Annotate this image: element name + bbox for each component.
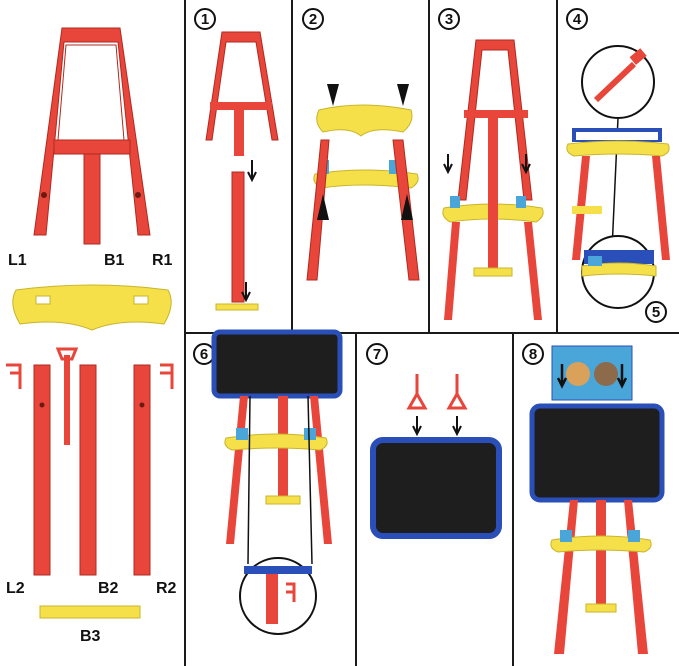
a-frame-top-illustration [33,27,151,245]
step-2-illustration [306,84,420,281]
label-l1: L1 [8,252,27,269]
step-3-badge: 3 [438,8,460,30]
step-1-badge: 1 [194,8,216,30]
horizontal-divider [184,332,679,334]
label-r1: R1 [152,252,173,269]
vertical-divider-3-4 [556,0,558,332]
step-6-illustration [211,329,343,635]
label-r2: R2 [156,580,177,597]
label-b3: B3 [80,628,101,645]
label-l2: L2 [6,580,25,597]
label-b1: B1 [104,252,125,269]
vertical-divider-6-7 [355,334,357,666]
label-b2: B2 [98,580,119,597]
step-4-badge: 4 [566,8,588,30]
legs-illustration [6,347,174,576]
yellow-tray-illustration [12,284,172,331]
step-5-badge: 5 [645,301,667,323]
step-2-badge: 2 [302,8,324,30]
vertical-divider-7-8 [512,334,514,666]
step-3-illustration [442,39,544,320]
vertical-divider-1-2 [291,0,293,332]
step-7-badge: 7 [366,343,388,365]
base-bar-illustration [39,605,141,619]
step-7-illustration [370,374,502,539]
step-8-badge: 8 [522,343,544,365]
parts-panel: L1 B1 R1 L2 B2 R2 B3 [0,0,184,666]
step-4-illustration [566,45,670,309]
step-1-illustration [205,31,279,311]
step-8-illustration [529,345,665,654]
vertical-divider-2-3 [428,0,430,332]
